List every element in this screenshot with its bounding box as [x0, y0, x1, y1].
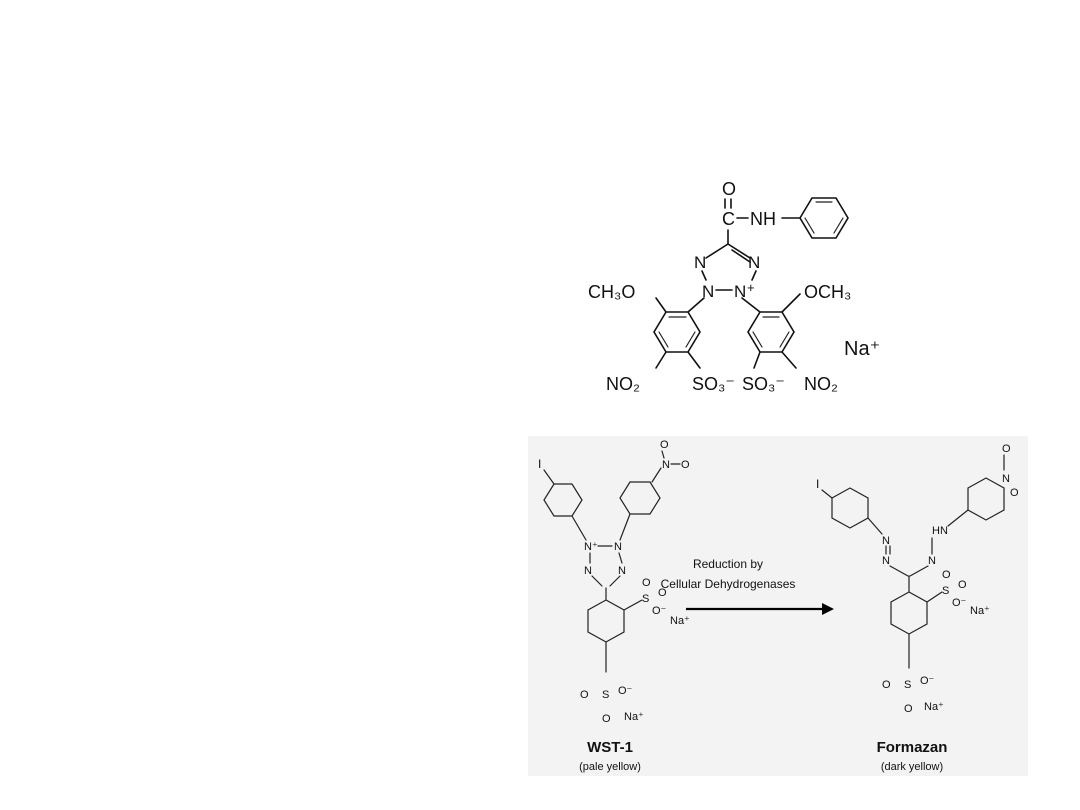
formazan-s1-ominus-label: O⁻ — [952, 597, 967, 609]
wst1-nitro-n-label: N — [662, 459, 670, 471]
formazan-hn-label: HN — [932, 525, 948, 537]
so3-right-label: SO₃⁻ — [742, 374, 785, 394]
tetrazolium-svg: O C NH N N N N + CH₃O NO₂ SO₃⁻ OCH₃ SO₃⁻… — [588, 179, 880, 394]
carbonyl-o-label: O — [722, 179, 736, 199]
formazan-disulfo-ring — [890, 591, 928, 635]
wst1-iodophenyl-ring — [543, 483, 583, 517]
formazan-n2-label: N — [882, 555, 890, 567]
reaction-svg: I O N O N⁺ N N N S O O O⁻ Na⁺ O S O⁻ O N… — [538, 439, 1019, 773]
formazan-s2-ominus-label: O⁻ — [920, 675, 935, 687]
wst1-iodo-label: I — [538, 457, 541, 471]
formazan-nitro-o2-label: O — [1010, 487, 1019, 499]
tz-n1-label: N — [694, 253, 706, 272]
wst1-s1-o2-label: O — [658, 587, 667, 599]
formazan-s1-o1-label: O — [942, 569, 951, 581]
tetrazolium-structure: O C NH N N N N + CH₃O NO₂ SO₃⁻ OCH₃ SO₃⁻… — [560, 170, 900, 410]
formazan-molecule: I O N O HN N N N S O O O⁻ Na⁺ O S O⁻ O N… — [816, 443, 1019, 715]
formazan-s2-o1-label: O — [882, 679, 891, 691]
formazan-iodophenyl-ring — [831, 487, 869, 529]
reactant-color-note: (pale yellow) — [579, 761, 641, 773]
wst1-tz-n4-label: N — [618, 565, 626, 577]
no2-right-label: NO₂ — [804, 374, 838, 394]
formazan-s2-o2-label: O — [904, 703, 913, 715]
wst1-tz-n2-label: N — [614, 541, 622, 553]
formazan-nitro-o1-label: O — [1002, 443, 1011, 455]
formazan-na1-label: Na⁺ — [970, 605, 990, 617]
wst1-s2-label: S — [602, 689, 609, 701]
wst1-disulfo-ring — [587, 599, 625, 643]
formazan-iodo-label: I — [816, 477, 819, 491]
right-aryl-ring — [747, 311, 795, 353]
wst1-s1-ominus-label: O⁻ — [652, 605, 667, 617]
formazan-nitrophenyl-ring — [967, 477, 1005, 521]
och3-left-label: CH₃O — [588, 282, 635, 302]
na-label: Na⁺ — [844, 338, 880, 360]
wst1-s1-label: S — [642, 593, 649, 605]
reaction-panel: I O N O N⁺ N N N S O O O⁻ Na⁺ O S O⁻ O N… — [528, 436, 1028, 776]
reaction-arrow-head — [822, 603, 834, 615]
wst1-tz-n3-label: N — [584, 565, 592, 577]
formazan-n3-label: N — [928, 555, 936, 567]
wst1-s2-ominus-label: O⁻ — [618, 685, 633, 697]
wst1-nitro-o2-label: O — [681, 459, 690, 471]
tz-n4-label: N — [734, 282, 746, 301]
tz-n3-label: N — [702, 282, 714, 301]
wst1-nitro-o1-label: O — [660, 439, 669, 451]
formazan-nitro-n-label: N — [1002, 473, 1010, 485]
wst1-na1-label: Na⁺ — [670, 615, 690, 627]
wst1-na2-label: Na⁺ — [624, 711, 644, 723]
wst1-molecule: I O N O N⁺ N N N S O O O⁻ Na⁺ O S O⁻ O N… — [538, 439, 690, 725]
formazan-s2-label: S — [904, 679, 911, 691]
wst1-s2-o1-label: O — [580, 689, 589, 701]
product-name: Formazan — [877, 739, 948, 756]
left-aryl-ring — [653, 311, 701, 353]
phenyl-ring — [799, 197, 849, 239]
arrow-label-line1: Reduction by — [693, 557, 763, 571]
so3-left-label: SO₃⁻ — [692, 374, 735, 394]
wst1-s2-o2-label: O — [602, 713, 611, 725]
no2-left-label: NO₂ — [606, 374, 640, 394]
product-color-note: (dark yellow) — [881, 761, 943, 773]
wst1-s1-o1-label: O — [642, 577, 651, 589]
formazan-s1-label: S — [942, 585, 949, 597]
tz-plus-label: + — [747, 280, 755, 295]
formazan-s1-o2-label: O — [958, 579, 967, 591]
reactant-name: WST-1 — [587, 739, 633, 756]
amide-nh-label: NH — [750, 209, 776, 229]
formazan-n1-label: N — [882, 535, 890, 547]
wst1-tz-nplus-label: N⁺ — [584, 541, 598, 553]
arrow-label-line2: Cellular Dehydrogenases — [661, 577, 796, 591]
tz-n2-label: N — [748, 253, 760, 272]
och3-right-label: OCH₃ — [804, 282, 851, 302]
carbonyl-c-label: C — [722, 209, 735, 229]
wst1-nitrophenyl-ring — [619, 481, 661, 515]
formazan-na2-label: Na⁺ — [924, 701, 944, 713]
